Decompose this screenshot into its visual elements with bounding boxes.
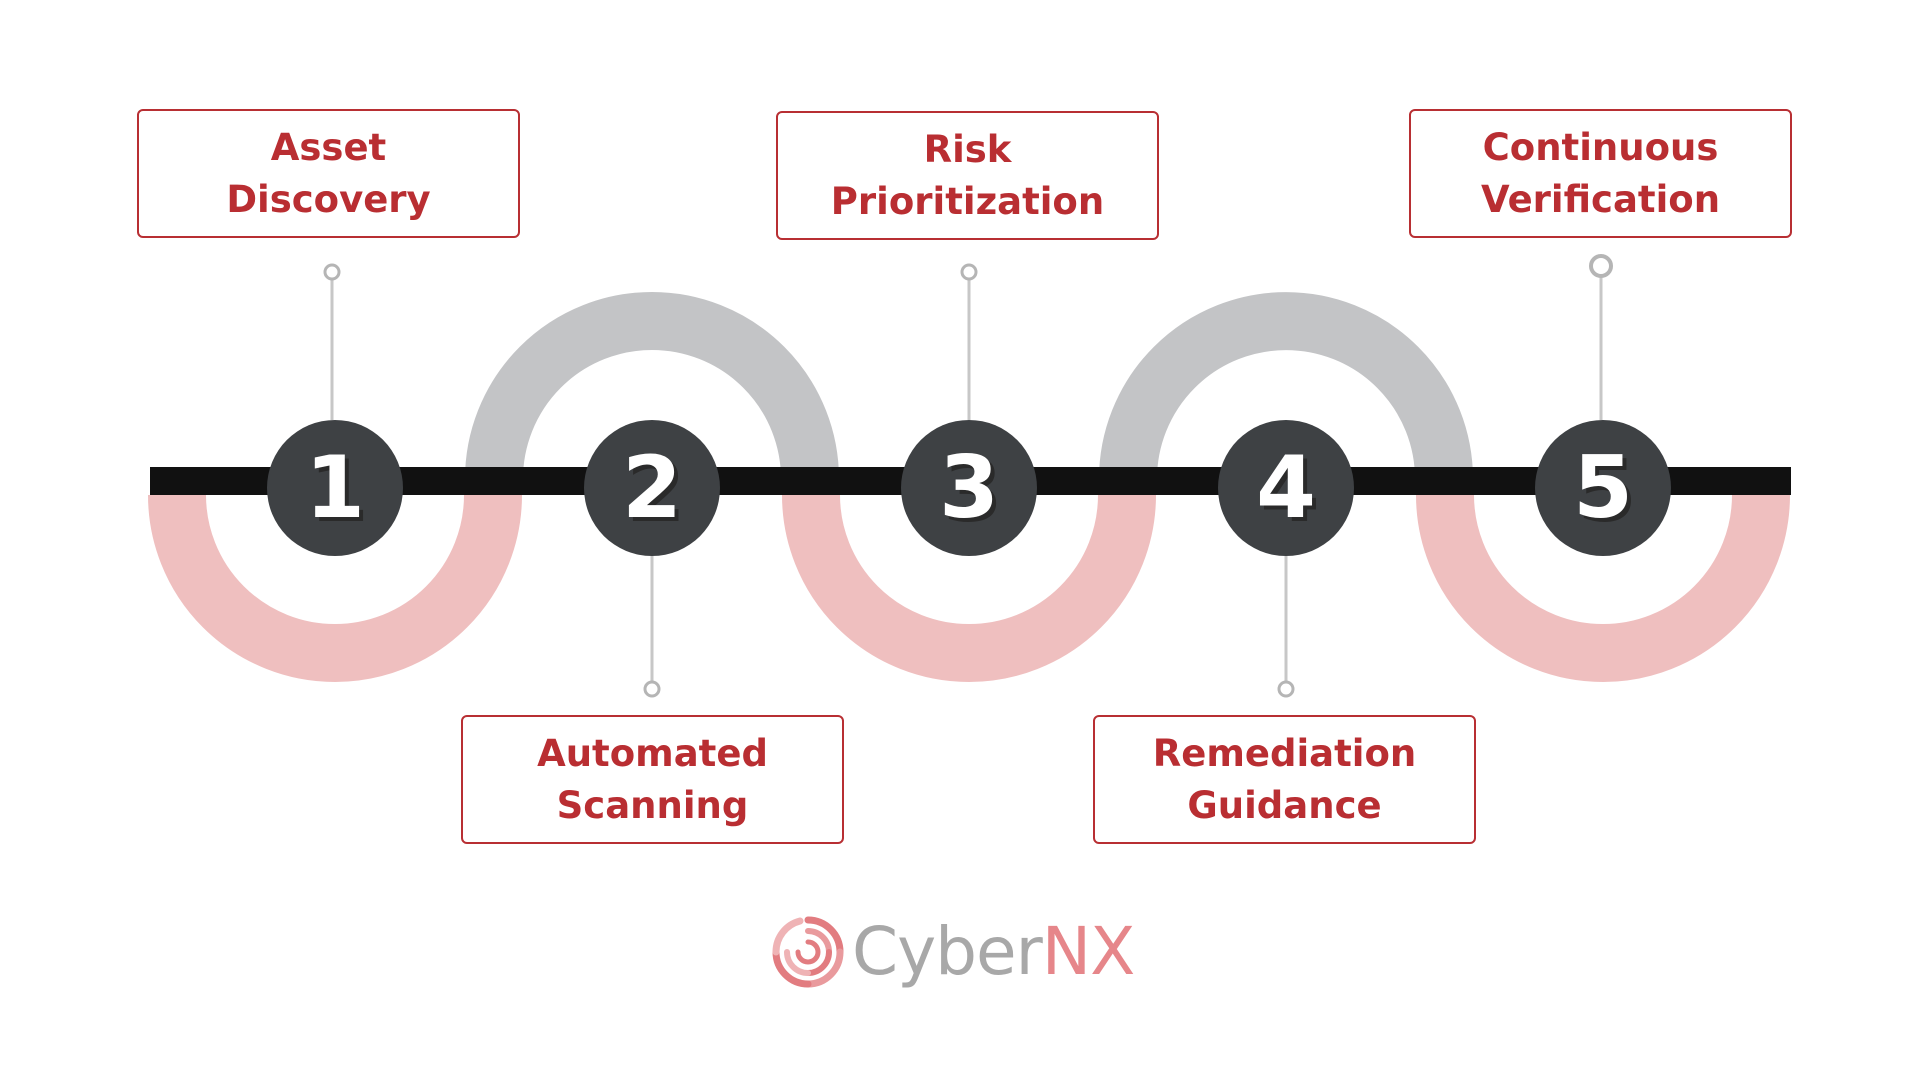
step-label-remediation-guidance: Remediation Guidance [1093, 715, 1476, 844]
step-number-4: 4 [1256, 438, 1316, 538]
step-label-line2: Discovery [226, 177, 431, 221]
pink-arc-3 [782, 494, 1156, 682]
step-number-1-face: 1 [305, 438, 365, 538]
step-number-2: 2 [622, 438, 682, 538]
step-label-line2: Scanning [556, 783, 749, 827]
step-label-line1: Automated [537, 731, 768, 775]
pink-arc-5 [1416, 494, 1790, 682]
step-label-line2: Verification [1480, 177, 1721, 221]
step-label-continuous-verification: Continuous Verification [1409, 109, 1792, 238]
step-circle-3: 3 3 [901, 420, 1037, 556]
cybernx-logo: CyberNX [770, 912, 1170, 992]
step-circle-1: 1 1 [267, 420, 403, 556]
step-label-asset-discovery: Asset Discovery [137, 109, 520, 238]
gray-arc-2 [465, 292, 839, 480]
logo-wordmark: CyberNX [852, 913, 1136, 990]
step-number-3-shadow: 3 [943, 442, 1003, 542]
step-circle-4: 4 4 [1218, 420, 1354, 556]
step-label-line1: Asset [270, 125, 387, 169]
step-label-line1: Continuous [1482, 125, 1719, 169]
connector-1 [323, 263, 341, 420]
cybernx-swirl-icon [772, 916, 844, 988]
step-number-1: 1 [309, 442, 369, 542]
step-number-2-shadow: 2 [626, 442, 686, 542]
step-label-automated-scanning: Automated Scanning [461, 715, 844, 844]
step-label-risk-prioritization: Risk Prioritization [776, 111, 1159, 240]
step-number-4-shadow: 4 [1260, 442, 1320, 542]
gray-arc-4 [1099, 292, 1473, 480]
connector-3 [960, 263, 978, 420]
logo-text-cyber: Cyber [852, 913, 1043, 990]
step-label-line1: Remediation [1152, 731, 1417, 775]
step-label-line2: Guidance [1187, 783, 1382, 827]
step-label-line2: Prioritization [830, 179, 1105, 223]
logo-text-nx: NX [1041, 913, 1136, 990]
step-circle-2: 2 2 [584, 420, 720, 556]
step-label-line1: Risk [923, 127, 1012, 171]
connector-4 [1277, 556, 1295, 698]
step-number-5-shadow: 5 [1577, 442, 1637, 542]
step-number-3: 3 [939, 438, 999, 538]
step-circle-5: 5 5 [1535, 420, 1671, 556]
connector-5 [1589, 254, 1613, 420]
step-number-5: 5 [1573, 438, 1633, 538]
connector-2 [643, 556, 661, 698]
pink-arc-1 [148, 494, 522, 682]
